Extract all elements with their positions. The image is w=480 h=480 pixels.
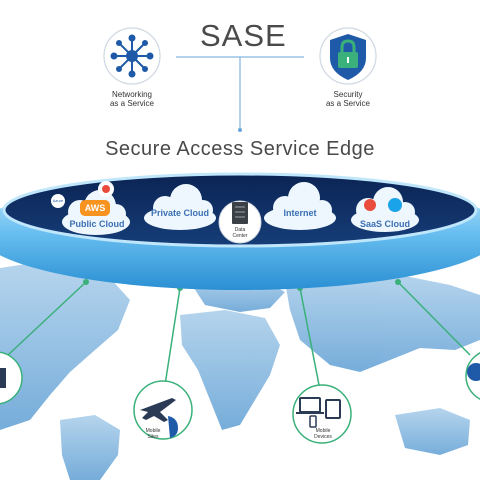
security-shield-icon [319,27,377,85]
internet-label: Internet [283,208,317,218]
diagram-subtitle: Secure Access Service Edge [105,138,375,160]
data-center-line1: Data [234,227,246,233]
security-label: Security as a Service [308,90,388,108]
networking-icon [103,27,161,85]
mobile-sites-line1: Mobile [145,428,161,434]
private-cloud [144,184,216,230]
aws-label: AWS [84,203,106,213]
node-left-building [0,351,23,405]
saas-cloud [351,187,419,232]
security-label-line1: Security [333,90,363,99]
data-center [218,200,262,244]
mobile-devices-line2: Devices [314,434,332,440]
public-cloud [51,181,130,235]
user-icon [467,363,480,381]
server-icon [232,202,248,224]
red-app-icon [364,199,376,211]
networking-label-line2: as a Service [109,99,155,108]
aws-badge [80,200,110,216]
node-mobile-devices [292,384,352,444]
building-icon [0,368,6,388]
map-north-america [0,262,130,430]
map-south-america [60,415,120,480]
data-center-line2: Center [232,233,248,239]
salesforce-icon [388,198,402,212]
shield-badge-icon [168,416,178,438]
phone-icon [309,415,317,428]
networking-label: Networking as a Service [92,90,172,108]
world-map [0,262,480,480]
sase-connector [176,56,304,132]
page-title: SASE [200,18,287,53]
node-connectors [7,281,471,391]
public-cloud-label: Public Cloud [69,219,125,229]
mobile-sites-label: Mobile Sites [138,428,168,440]
security-label-line2: as a Service [325,99,371,108]
azure-badge [51,194,65,208]
map-australia [395,408,470,455]
private-cloud-label: Private Cloud [150,208,209,218]
mobile-sites-line2: Sites [147,434,159,440]
node-right-partial [465,352,480,400]
data-center-label: Data Center [226,227,254,239]
map-asia [285,272,480,372]
internet-cloud [264,182,336,230]
mobile-devices-line1: Mobile [315,428,331,434]
node-mobile-sites [133,380,193,440]
saas-cloud-label: SaaS Cloud [359,219,410,229]
airplane-icon [140,398,176,422]
mobile-devices-label: Mobile Devices [306,428,340,440]
networking-label-line1: Networking [111,90,152,99]
map-africa [180,310,280,430]
tablet-icon [325,399,341,419]
azure-label: Azure [52,198,64,203]
